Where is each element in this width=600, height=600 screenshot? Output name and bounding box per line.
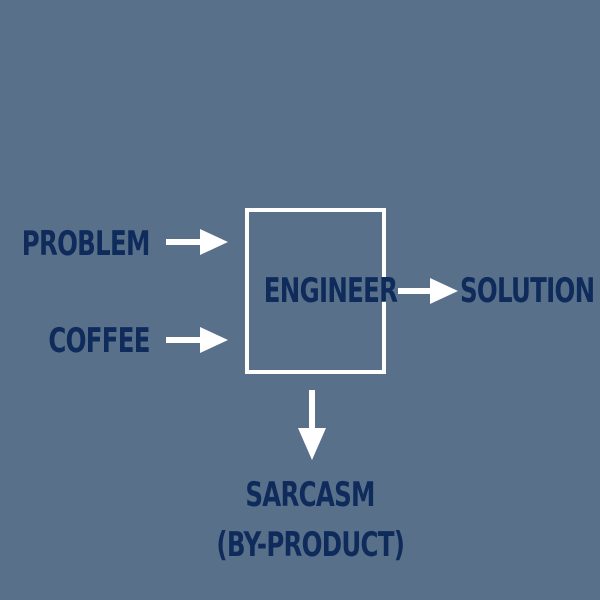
- arrow-engineer-to-solution: [398, 278, 458, 304]
- input-label-problem: PROBLEM: [22, 224, 151, 264]
- output-label-solution: SOLUTION: [460, 271, 595, 311]
- process-label: ENGINEER: [263, 271, 398, 311]
- arrow-problem-to-engineer: [166, 229, 228, 255]
- input-label-coffee: COFFEE: [48, 321, 151, 361]
- process-box: [245, 208, 386, 374]
- arrow-coffee-to-engineer: [166, 327, 228, 353]
- byproduct-sublabel: (BY-PRODUCT): [216, 525, 405, 565]
- arrow-engineer-to-byproduct: [298, 390, 326, 460]
- byproduct-label: SARCASM: [245, 475, 375, 515]
